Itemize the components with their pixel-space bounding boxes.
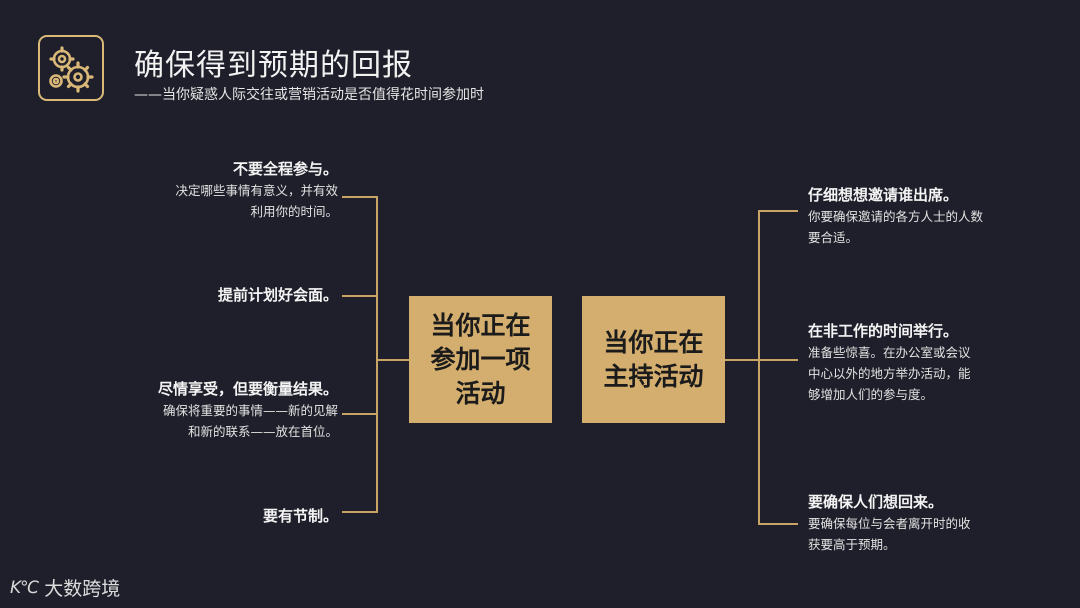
right-branch-trunk bbox=[758, 210, 760, 525]
hosting-event-box: 当你正在 主持活动 bbox=[582, 296, 725, 423]
attending-event-box: 当你正在 参加一项 活动 bbox=[409, 296, 552, 423]
right-branch-3 bbox=[758, 523, 798, 525]
left-item-desc: 确保将重要的事情——新的见解 和新的联系——放在首位。 bbox=[88, 400, 338, 442]
left-branch-trunk bbox=[376, 196, 378, 512]
right-item-desc-line: 你要确保邀请的各方人士的人数 bbox=[808, 209, 984, 224]
host-line-2: 主持活动 bbox=[603, 361, 704, 391]
left-branch-4 bbox=[342, 511, 378, 513]
left-branch-3 bbox=[342, 413, 378, 415]
left-item-title: 要有节制。 bbox=[262, 507, 338, 525]
gears-icon bbox=[38, 35, 104, 101]
watermark-text: 大数跨境 bbox=[44, 578, 121, 600]
left-item-3: 尽情享受，但要衡量结果。 确保将重要的事情——新的见解 和新的联系——放在首位。 bbox=[88, 378, 338, 442]
left-branch-1 bbox=[342, 196, 378, 198]
left-item-4: 要有节制。 bbox=[88, 505, 338, 527]
slide-subtitle: ——当你疑惑人际交往或营销活动是否值得花时间参加时 bbox=[134, 87, 484, 103]
attend-line-3: 活动 bbox=[455, 378, 506, 408]
right-item-desc-line: 准备些惊喜。在办公室或会议 bbox=[808, 345, 971, 360]
left-item-title: 提前计划好会面。 bbox=[217, 286, 338, 304]
left-item-desc-line: 决定哪些事情有意义，并有效 bbox=[175, 183, 338, 198]
slide-title: 确保得到预期的回报 bbox=[134, 48, 413, 83]
host-line-1: 当你正在 bbox=[603, 327, 704, 357]
right-item-title: 仔细想想邀请谁出席。 bbox=[808, 186, 959, 204]
right-item-desc-line: 中心以外的地方举办活动，能 bbox=[808, 366, 971, 381]
right-item-1: 仔细想想邀请谁出席。 你要确保邀请的各方人士的人数 要合适。 bbox=[808, 184, 1048, 248]
watermark-logo: K℃ bbox=[10, 577, 39, 598]
right-item-desc-line: 够增加人们的参与度。 bbox=[808, 387, 934, 402]
right-item-desc-line: 获要高于预期。 bbox=[808, 537, 896, 552]
right-item-2: 在非工作的时间举行。 准备些惊喜。在办公室或会议 中心以外的地方举办活动，能 够… bbox=[808, 320, 1048, 405]
right-item-desc-line: 要确保每位与会者离开时的收 bbox=[808, 516, 971, 531]
left-item-desc-line: 确保将重要的事情——新的见解 bbox=[162, 403, 338, 418]
right-item-title: 在非工作的时间举行。 bbox=[808, 322, 959, 340]
left-item-desc-line: 和新的联系——放在首位。 bbox=[187, 424, 338, 439]
right-item-3: 要确保人们想回来。 要确保每位与会者离开时的收 获要高于预期。 bbox=[808, 491, 1048, 555]
right-branch-1 bbox=[758, 210, 798, 212]
right-item-desc: 准备些惊喜。在办公室或会议 中心以外的地方举办活动，能 够增加人们的参与度。 bbox=[808, 342, 1048, 405]
left-branch-connector bbox=[376, 359, 409, 361]
left-item-1: 不要全程参与。 决定哪些事情有意义，并有效 利用你的时间。 bbox=[88, 158, 338, 222]
right-branch-2 bbox=[758, 359, 798, 361]
attend-line-2: 参加一项 bbox=[430, 344, 531, 374]
right-item-desc-line: 要合适。 bbox=[808, 230, 859, 245]
right-item-desc: 你要确保邀请的各方人士的人数 要合适。 bbox=[808, 206, 1048, 248]
left-branch-2 bbox=[342, 295, 378, 297]
left-item-title: 不要全程参与。 bbox=[232, 160, 338, 178]
left-item-2: 提前计划好会面。 bbox=[88, 284, 338, 306]
attend-line-1: 当你正在 bbox=[430, 310, 531, 340]
left-item-desc: 决定哪些事情有意义，并有效 利用你的时间。 bbox=[88, 180, 338, 222]
right-item-desc: 要确保每位与会者离开时的收 获要高于预期。 bbox=[808, 513, 1048, 555]
left-item-title: 尽情享受，但要衡量结果。 bbox=[157, 380, 338, 398]
watermark: K℃ 大数跨境 bbox=[10, 574, 120, 601]
right-branch-connector bbox=[725, 359, 760, 361]
left-item-desc-line: 利用你的时间。 bbox=[250, 204, 338, 219]
right-item-title: 要确保人们想回来。 bbox=[808, 493, 944, 511]
